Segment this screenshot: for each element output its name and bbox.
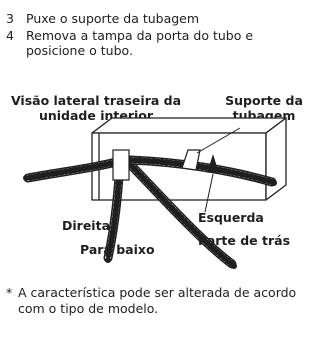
step-number: 4 (6, 28, 14, 43)
pipe-left (125, 155, 277, 187)
pipe-end (271, 180, 277, 186)
label-right: Direita (62, 218, 110, 233)
footnote-text: A característica pode ser alterada de ac… (18, 285, 297, 316)
label-rear: Parte de trás (198, 233, 291, 248)
pipe-support (181, 149, 219, 173)
pipe-rear (123, 157, 237, 269)
label-down: Para baixo (80, 242, 155, 257)
left-leader-line (204, 173, 214, 213)
indoor-unit-piping-illustration (23, 117, 287, 269)
support-leader-line (196, 127, 241, 154)
pipe-end (231, 263, 237, 269)
pipe-port-cover (112, 149, 130, 181)
step-number: 3 (6, 11, 14, 26)
label-left: Esquerda (198, 210, 264, 225)
indoor-unit-body (91, 117, 287, 134)
step-text: Remova a tampa da porta do tubo e posici… (26, 28, 254, 58)
step-text: Puxe o suporte da tubagem (26, 11, 200, 26)
pipe-end (23, 175, 29, 181)
indoor-unit-side (265, 117, 287, 201)
pipe-end (105, 257, 111, 263)
footnote-marker: * (6, 285, 13, 300)
